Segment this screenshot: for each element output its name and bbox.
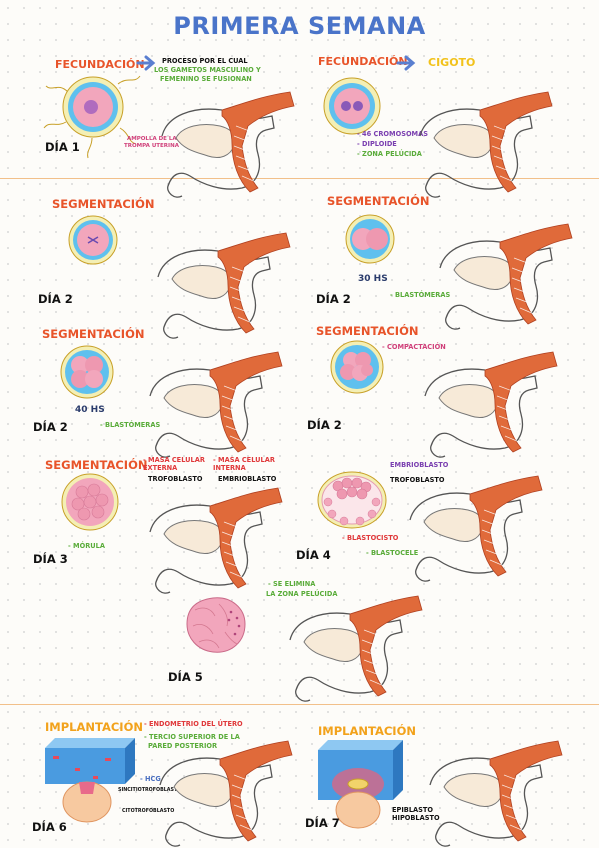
day-label: DÍA 2: [33, 420, 68, 434]
heading-implantacion: IMPLANTACIÓN: [45, 720, 143, 734]
implantation-day7-illustration: [318, 740, 403, 829]
compaction-illustration: [330, 340, 384, 394]
note-blastomeras: - BLASTÓMERAS: [390, 291, 451, 299]
note-se-elimina: - SE ELIMINA: [268, 580, 316, 588]
separator: [0, 178, 599, 179]
hatching-blastocyst-illustration: [186, 597, 246, 653]
uterus-illustration: [149, 351, 283, 458]
zygote-fertilization-illustration: [43, 75, 141, 159]
note-embrioblasto: EMBRIOBLASTO: [218, 475, 277, 483]
uterus-illustration: [149, 487, 283, 594]
note-cromosomas: - 46 CROMOSOMAS: [357, 130, 428, 138]
hours-label: 30 HS: [358, 274, 388, 284]
day-label: DÍA 4: [296, 548, 331, 562]
hours-label: 40 HS: [75, 405, 105, 415]
implantation-day6-illustration: [45, 738, 135, 823]
note-blastomeras: - BLASTÓMERAS: [100, 421, 161, 429]
note-zona-pelucida: - ZONA PELÚCIDA: [357, 150, 422, 158]
separator: [0, 704, 599, 705]
ampolla-label-2: TROMPA UTERINA: [124, 143, 179, 149]
ampolla-label-1: AMPOLLA DE LA: [127, 136, 177, 142]
uterus-illustration: [429, 740, 563, 847]
blastocyst-illustration: [317, 471, 387, 529]
uterus-illustration: [439, 223, 573, 330]
day-label: DÍA 2: [316, 292, 351, 306]
two-cell-stage-illustration: [68, 215, 118, 265]
note-masa-interna-2: INTERNA: [213, 464, 246, 472]
uterus-illustration: [157, 232, 291, 339]
uterus-illustration: [409, 475, 543, 582]
desc-line-1: PROCESO POR EL CUAL: [162, 57, 248, 65]
heading-fecundacion: FECUNDACIÓN: [318, 55, 408, 68]
heading-cigoto: CIGOTO: [428, 56, 476, 69]
day-label: DÍA 1: [45, 140, 80, 154]
note-zona-pelucida: LA ZONA PELÚCIDA: [266, 590, 338, 598]
note-citotrofoblasto: CITOTROFOBLASTO: [122, 809, 175, 814]
heading-segmentacion: SEGMENTACIÓN: [45, 458, 148, 472]
label-hipoblasto: HIPOBLASTO: [392, 814, 440, 822]
note-hcg: - HCG: [140, 775, 161, 783]
zygote-illustration: [323, 77, 381, 135]
note-diploide: - DIPLOIDE: [357, 140, 397, 148]
label-embrioblasto: EMBRIOBLASTO: [390, 461, 449, 469]
uterus-illustration: [161, 91, 295, 198]
label-trofoblasto: TROFOBLASTO: [390, 476, 445, 484]
heading-fecundacion: FECUNDACIÓN: [55, 58, 145, 71]
two-blastomere-illustration: [345, 214, 395, 264]
note-masa-interna-1: - MASA CELULAR: [213, 456, 275, 464]
arrow-right-icon: [136, 55, 156, 71]
arrow-right-icon: [396, 55, 416, 71]
heading-segmentacion: SEGMENTACIÓN: [42, 327, 145, 341]
heading-segmentacion: SEGMENTACIÓN: [327, 194, 430, 208]
uterus-illustration: [424, 351, 558, 458]
heading-implantacion: IMPLANTACIÓN: [318, 724, 416, 738]
label-epiblasto: EPIBLASTO: [392, 806, 433, 814]
uterus-illustration: [289, 595, 423, 702]
uterus-illustration: [159, 740, 293, 847]
note-pared-posterior: PARED POSTERIOR: [148, 742, 218, 750]
note-tercio-superior: - TERCIO SUPERIOR DE LA: [144, 733, 240, 741]
day-label: DÍA 6: [32, 820, 67, 834]
heading-segmentacion: SEGMENTACIÓN: [316, 324, 419, 338]
note-morula: - MÓRULA: [68, 542, 105, 550]
day-label: DÍA 3: [33, 552, 68, 566]
note-sincitiotrofoblasto: SINCITIOTROFOBLASTO: [118, 788, 182, 793]
desc-line-3: FEMENINO SE FUSIONAN: [160, 75, 252, 83]
day-label: DÍA 2: [38, 292, 73, 306]
note-blastocisto: - BLASTOCISTO: [342, 534, 399, 542]
day-label: DÍA 7: [305, 816, 340, 830]
note-endometrio: - ENDOMETRIO DEL ÚTERO: [144, 720, 243, 728]
desc-line-2: LOS GAMETOS MASCULINO Y: [154, 66, 261, 74]
morula-illustration: [61, 473, 119, 531]
uterus-illustration: [419, 91, 553, 198]
note-masa-externa-1: - MASA CELULAR: [143, 456, 205, 464]
note-blastocele: - BLASTOCELE: [366, 549, 419, 557]
page-title: PRIMERA SEMANA: [173, 12, 426, 40]
heading-segmentacion: SEGMENTACIÓN: [52, 197, 155, 211]
day-label: DÍA 5: [168, 670, 203, 684]
day-label: DÍA 2: [307, 418, 342, 432]
note-compactacion: - COMPACTACIÓN: [382, 343, 446, 351]
note-masa-externa-2: EXTERNA: [143, 464, 178, 472]
four-cell-stage-illustration: [60, 345, 114, 399]
note-trofoblasto: TROFOBLASTO: [148, 475, 203, 483]
